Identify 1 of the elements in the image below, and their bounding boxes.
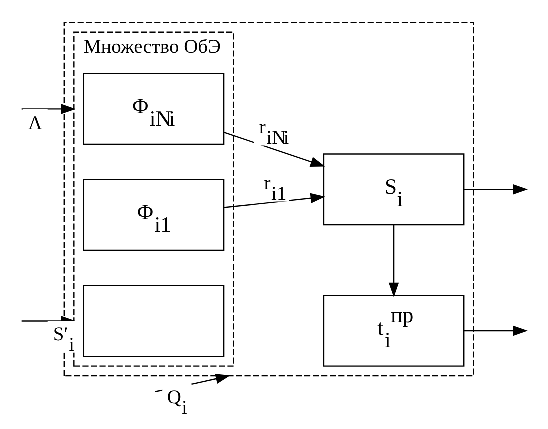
edge-label: Λ xyxy=(28,114,43,135)
